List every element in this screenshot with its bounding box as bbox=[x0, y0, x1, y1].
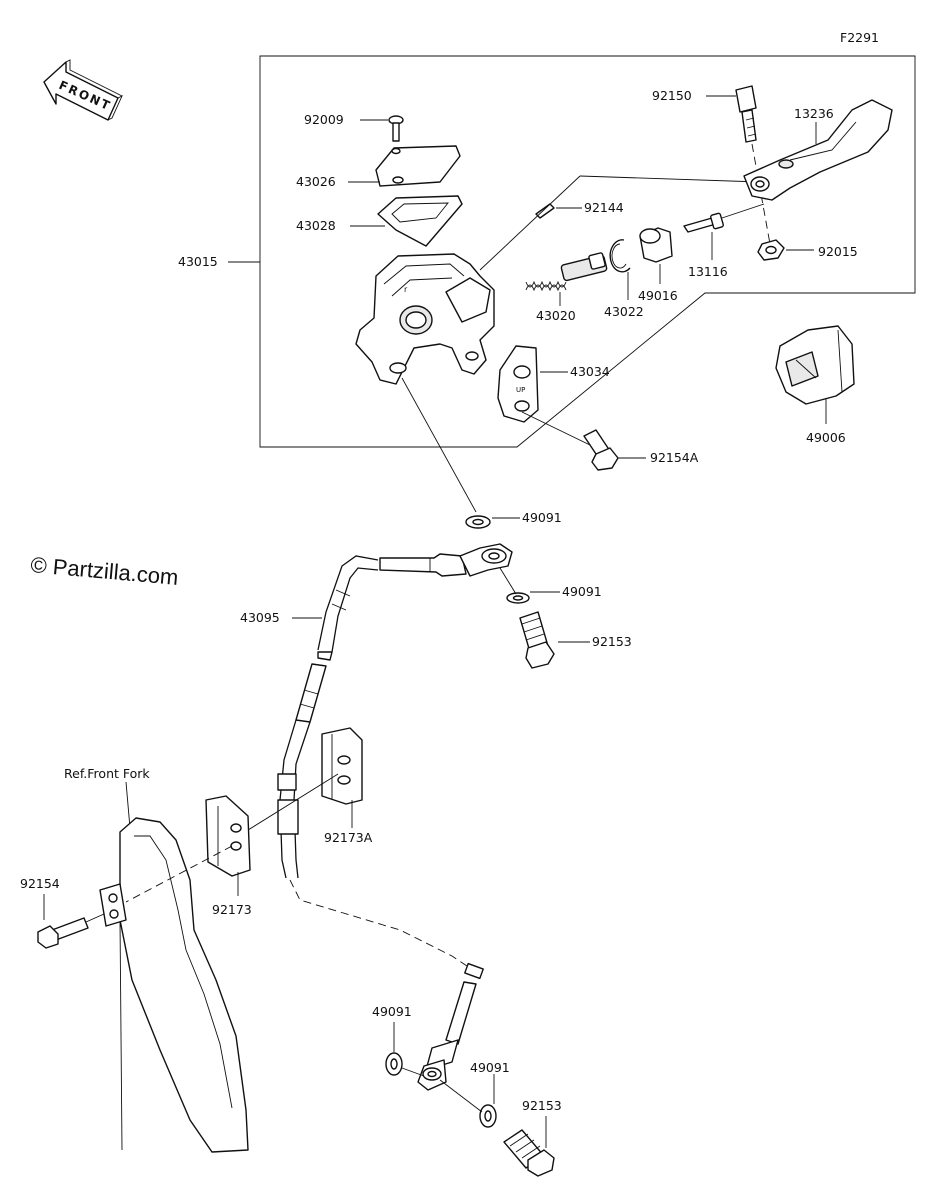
label-49006: 49006 bbox=[806, 430, 846, 445]
clamp-up-marking: UP bbox=[516, 386, 525, 394]
cover-49006 bbox=[775, 325, 855, 405]
washer-49091-c bbox=[385, 1052, 403, 1076]
diaphragm-43028 bbox=[377, 195, 463, 247]
label-49091-b: 49091 bbox=[562, 584, 602, 599]
label-92153-b: 92153 bbox=[522, 1098, 562, 1113]
washer-49091-d bbox=[479, 1104, 497, 1128]
nut-92015 bbox=[757, 239, 785, 261]
push-rod-13116 bbox=[683, 203, 765, 233]
pin-92144 bbox=[535, 203, 555, 219]
label-43026: 43026 bbox=[296, 174, 336, 189]
hose-fitting-upper bbox=[379, 543, 513, 577]
label-92144: 92144 bbox=[584, 200, 624, 215]
bracket-92173A bbox=[321, 727, 363, 805]
body-marking: r bbox=[404, 285, 408, 294]
hose-fitting-lower bbox=[417, 962, 484, 1091]
watermark: © Partzilla.com bbox=[30, 552, 180, 590]
front-fork-reference bbox=[99, 817, 249, 1153]
circlip-43022 bbox=[609, 239, 631, 273]
label-43020: 43020 bbox=[536, 308, 576, 323]
label-92153-a: 92153 bbox=[592, 634, 632, 649]
label-92173A: 92173A bbox=[324, 830, 373, 845]
reservoir-cap-43026 bbox=[375, 145, 461, 187]
bracket-92173 bbox=[205, 795, 251, 877]
label-43015: 43015 bbox=[178, 254, 218, 269]
lever-13236 bbox=[743, 99, 893, 201]
label-43034: 43034 bbox=[570, 364, 610, 379]
label-49091-c: 49091 bbox=[372, 1004, 412, 1019]
label-92150: 92150 bbox=[652, 88, 692, 103]
brake-hose-43095 bbox=[277, 555, 379, 879]
label-13236: 13236 bbox=[794, 106, 834, 121]
label-13116: 13116 bbox=[688, 264, 728, 279]
boot-49016 bbox=[639, 227, 673, 263]
label-43028: 43028 bbox=[296, 218, 336, 233]
ref-front-fork-label: Ref.Front Fork bbox=[64, 766, 150, 781]
label-92009: 92009 bbox=[304, 112, 344, 127]
label-49091-a: 49091 bbox=[522, 510, 562, 525]
clamp-43034: UP bbox=[497, 345, 539, 423]
washer-49091-a bbox=[465, 515, 491, 529]
label-92015: 92015 bbox=[818, 244, 858, 259]
label-92154: 92154 bbox=[20, 876, 60, 891]
assembly-boundary-43015 bbox=[259, 55, 916, 448]
washer-49091-b bbox=[506, 592, 530, 604]
figure-code: F2291 bbox=[840, 30, 879, 45]
label-49016: 49016 bbox=[638, 288, 678, 303]
label-49091-d: 49091 bbox=[470, 1060, 510, 1075]
screw-92009 bbox=[388, 115, 404, 142]
banjo-bolt-92153-b bbox=[503, 1129, 555, 1177]
label-92173: 92173 bbox=[212, 902, 252, 917]
label-92154A: 92154A bbox=[650, 450, 699, 465]
label-43095: 43095 bbox=[240, 610, 280, 625]
bolt-92150 bbox=[735, 85, 757, 143]
banjo-bolt-92153-a bbox=[519, 611, 555, 669]
front-arrow-icon: FRONT bbox=[43, 59, 123, 121]
piston-spring-43020 bbox=[525, 252, 608, 292]
bolt-92154 bbox=[37, 917, 89, 949]
master-cylinder-body: r bbox=[355, 253, 495, 385]
label-43022: 43022 bbox=[604, 304, 644, 319]
bolt-92154A bbox=[583, 429, 619, 471]
